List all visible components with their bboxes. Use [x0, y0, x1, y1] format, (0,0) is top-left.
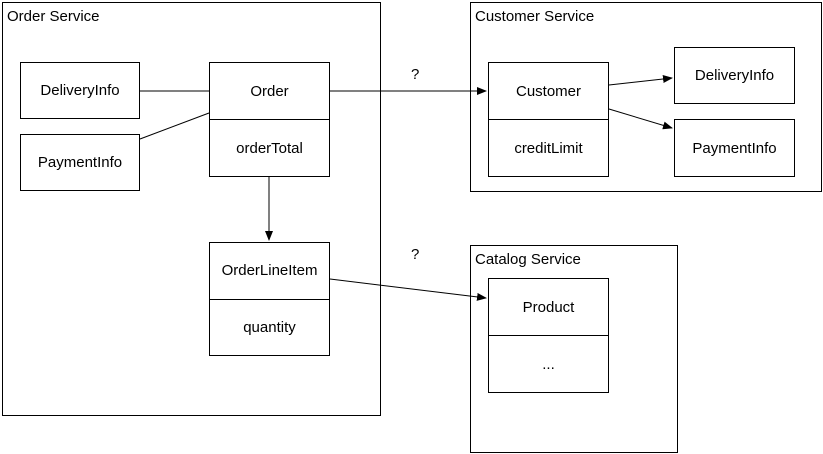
order-payment-info-label: PaymentInfo	[37, 154, 123, 171]
customer-delivery-info-label: DeliveryInfo	[694, 67, 775, 84]
order-class-name: Order	[250, 82, 289, 100]
customer-class-attribute: creditLimit	[489, 119, 608, 176]
order-line-item-class-name: OrderLineItem	[221, 262, 318, 280]
customer-payment-info-box: PaymentInfo	[674, 119, 795, 177]
customer-class: Customer creditLimit	[488, 62, 609, 177]
order-class: Order orderTotal	[209, 62, 330, 177]
order-line-item-class-attribute: quantity	[210, 298, 329, 356]
order-payment-info-box: PaymentInfo	[20, 134, 140, 191]
product-class-attribute: ...	[489, 335, 608, 392]
order-to-customer-question-label: ?	[411, 66, 420, 83]
line-item-to-product-question-label: ?	[411, 246, 420, 263]
catalog-service-title: Catalog Service	[475, 251, 581, 268]
customer-delivery-info-box: DeliveryInfo	[674, 47, 795, 104]
order-class-attribute: orderTotal	[210, 119, 329, 176]
order-delivery-info-label: DeliveryInfo	[40, 82, 120, 99]
product-class-name: Product	[522, 298, 575, 316]
customer-payment-info-label: PaymentInfo	[692, 139, 777, 157]
customer-service-title: Customer Service	[475, 8, 595, 25]
product-class: Product ...	[488, 278, 609, 393]
order-line-item-class: OrderLineItem quantity	[209, 242, 330, 356]
order-service-title: Order Service	[7, 8, 100, 25]
order-delivery-info-box: DeliveryInfo	[20, 62, 140, 119]
customer-class-name: Customer	[515, 82, 582, 100]
